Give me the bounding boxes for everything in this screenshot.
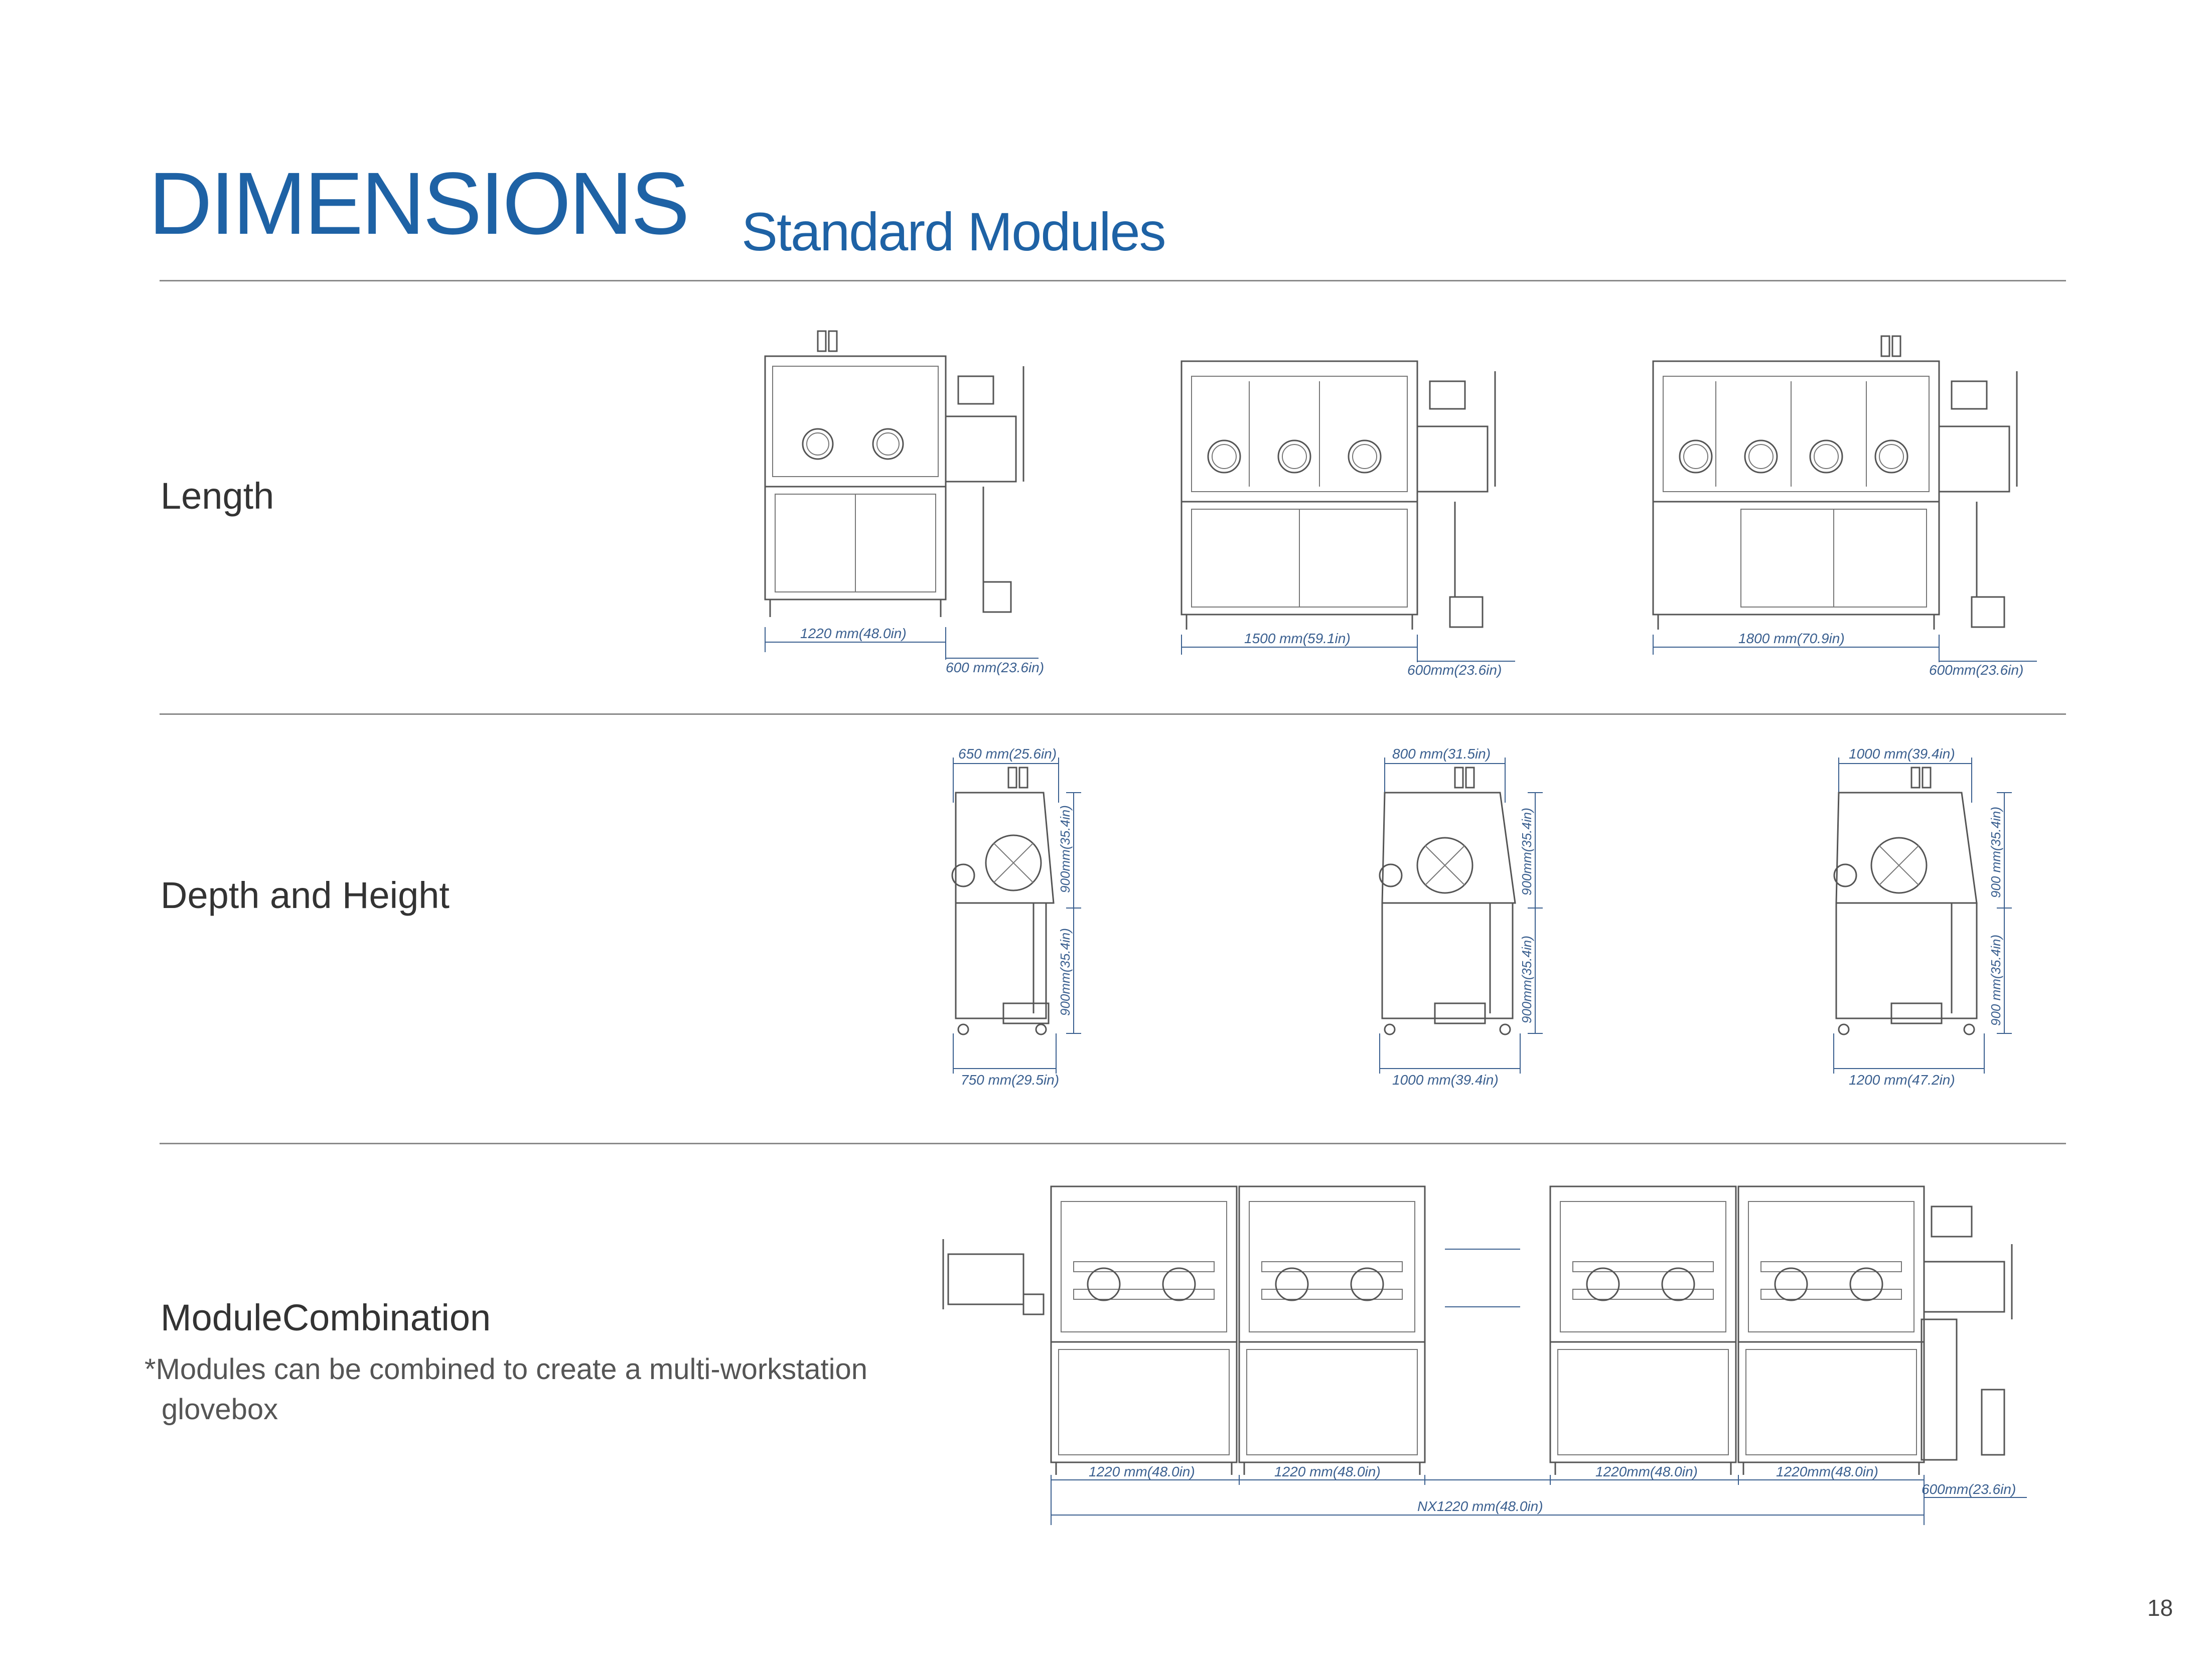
header-divider xyxy=(160,280,2066,281)
control-screen xyxy=(1429,380,1466,410)
glove-port xyxy=(1774,1267,1808,1301)
glove-port xyxy=(1379,863,1403,887)
length-drawing-1500: 1500 mm(59.1in) 600mm(23.6in) xyxy=(1181,360,1515,678)
vacuum-pump xyxy=(1449,596,1484,628)
module-chamber xyxy=(1549,1185,1737,1343)
glove-port xyxy=(1661,1267,1695,1301)
antechamber-wheel xyxy=(1416,837,1473,894)
lower-height-dim: 900mm(35.4in) xyxy=(1519,936,1534,1023)
antechamber xyxy=(1938,425,2010,493)
vacuum-pump xyxy=(1002,1002,1050,1024)
glove-port xyxy=(872,428,904,460)
glove-port xyxy=(1350,1267,1384,1301)
page-subtitle: Standard Modules xyxy=(742,201,1166,262)
vacuum-pump xyxy=(1890,1002,1943,1024)
length-drawing-1220: 1220 mm(48.0in) 600 mm(23.6in) xyxy=(764,330,1044,675)
section-divider-2 xyxy=(160,1143,2066,1144)
bottom-dim: 750 mm(29.5in) xyxy=(961,1072,1059,1088)
chamber-side xyxy=(1835,792,1978,904)
extra-dim: 600mm(23.6in) xyxy=(1929,662,2023,678)
glove-port xyxy=(1087,1267,1121,1301)
bottom-dim: 1200 mm(47.2in) xyxy=(1849,1072,1955,1088)
bottom-dim: 1000 mm(39.4in) xyxy=(1392,1072,1499,1088)
page-title: DIMENSIONS xyxy=(149,155,690,253)
control-screen xyxy=(1931,1205,1973,1238)
cabinet-base xyxy=(764,486,947,600)
cabinet-side xyxy=(1835,902,1978,1019)
length-dim: 1220 mm(48.0in) xyxy=(800,626,907,641)
vacuum-pump xyxy=(1981,1389,2005,1456)
glove-port xyxy=(1874,439,1908,474)
combination-note: *Modules can be combined to create a mul… xyxy=(144,1349,867,1430)
antechamber-wheel xyxy=(985,834,1042,891)
glove-port xyxy=(802,428,834,460)
module-dim: 1220 mm(48.0in) xyxy=(1089,1464,1195,1479)
glove-port xyxy=(1277,439,1311,474)
upper-height-dim: 900mm(35.4in) xyxy=(1058,805,1073,893)
upper-height-dim: 900 mm(35.4in) xyxy=(1988,807,2003,898)
section-divider-1 xyxy=(160,713,2066,715)
depth-drawing-1000: 1000 mm(39.4in) 900 mm(35.4in) 900 mm(35… xyxy=(1833,746,2012,1088)
module-dim: 1220mm(48.0in) xyxy=(1776,1464,1878,1479)
lower-height-dim: 900 mm(35.4in) xyxy=(1988,935,2003,1026)
chamber-side xyxy=(1381,792,1516,904)
length-dim: 1800 mm(70.9in) xyxy=(1738,631,1845,646)
control-screen xyxy=(957,375,994,405)
module-combination-drawing: 1220 mm(48.0in) 1220 mm(48.0in) 1220mm(4… xyxy=(942,1185,2027,1525)
total-dim: NX1220 mm(48.0in) xyxy=(1417,1498,1543,1514)
vacuum-pump xyxy=(1434,1002,1486,1024)
section-label-length: Length xyxy=(161,475,274,517)
glove-port xyxy=(1679,439,1713,474)
depth-drawing-800: 800 mm(31.5in) 900mm(35.4in) 900mm(35.4i… xyxy=(1379,746,1543,1088)
cabinet-base xyxy=(1181,501,1418,616)
length-dim: 1500 mm(59.1in) xyxy=(1244,631,1351,646)
cabinet-base xyxy=(1652,501,1940,616)
antechamber xyxy=(1923,1261,2005,1313)
module-chamber xyxy=(1050,1185,1238,1343)
module-chamber xyxy=(1238,1185,1426,1343)
upper-height-dim: 900mm(35.4in) xyxy=(1519,808,1534,895)
antechamber xyxy=(947,1253,1024,1305)
extra-dim: 600mm(23.6in) xyxy=(1407,662,1502,678)
section-label-combination: ModuleCombination xyxy=(161,1297,491,1338)
glove-port xyxy=(1275,1267,1309,1301)
top-dim: 650 mm(25.6in) xyxy=(958,746,1057,762)
lower-height-dim: 900mm(35.4in) xyxy=(1058,928,1073,1016)
antechamber xyxy=(945,415,1017,483)
control-screen xyxy=(1951,380,1988,410)
glove-port xyxy=(951,863,975,887)
module-chamber xyxy=(1737,1185,1925,1343)
antechamber xyxy=(1416,425,1489,493)
extra-dim: 600mm(23.6in) xyxy=(1922,1481,2016,1497)
glove-port xyxy=(1162,1267,1196,1301)
chamber-side xyxy=(955,792,1055,904)
combination-note-line2: glovebox xyxy=(162,1393,278,1426)
depth-drawing-650: 650 mm(25.6in) 900mm(35.4in) 900mm(35.4i… xyxy=(951,746,1081,1088)
module-dim: 1220mm(48.0in) xyxy=(1595,1464,1698,1479)
page-number: 18 xyxy=(2147,1595,2173,1621)
length-drawing-1800: 1800 mm(70.9in) 600mm(23.6in) xyxy=(1652,335,2037,678)
glove-port xyxy=(1348,439,1382,474)
glove-port xyxy=(1849,1267,1883,1301)
glove-port xyxy=(1809,439,1843,474)
section-label-depth-height: Depth and Height xyxy=(161,874,450,916)
module-dim: 1220 mm(48.0in) xyxy=(1274,1464,1381,1479)
combination-note-line1: *Modules can be combined to create a mul… xyxy=(144,1353,868,1386)
cabinet-side xyxy=(1381,902,1514,1019)
glovebox-chamber xyxy=(764,355,947,488)
vacuum-pump xyxy=(1971,596,2005,628)
glove-port xyxy=(1744,439,1778,474)
top-dim: 1000 mm(39.4in) xyxy=(1849,746,1955,762)
glove-port xyxy=(1207,439,1241,474)
glove-port xyxy=(1586,1267,1620,1301)
antechamber-wheel xyxy=(1870,837,1928,894)
glovebox-chamber xyxy=(1652,360,1940,503)
vacuum-pump xyxy=(982,581,1012,613)
top-dim: 800 mm(31.5in) xyxy=(1392,746,1491,762)
extra-dim: 600 mm(23.6in) xyxy=(946,660,1044,675)
glove-port xyxy=(1833,863,1857,887)
cabinet-side xyxy=(955,902,1047,1019)
glovebox-chamber xyxy=(1181,360,1418,503)
